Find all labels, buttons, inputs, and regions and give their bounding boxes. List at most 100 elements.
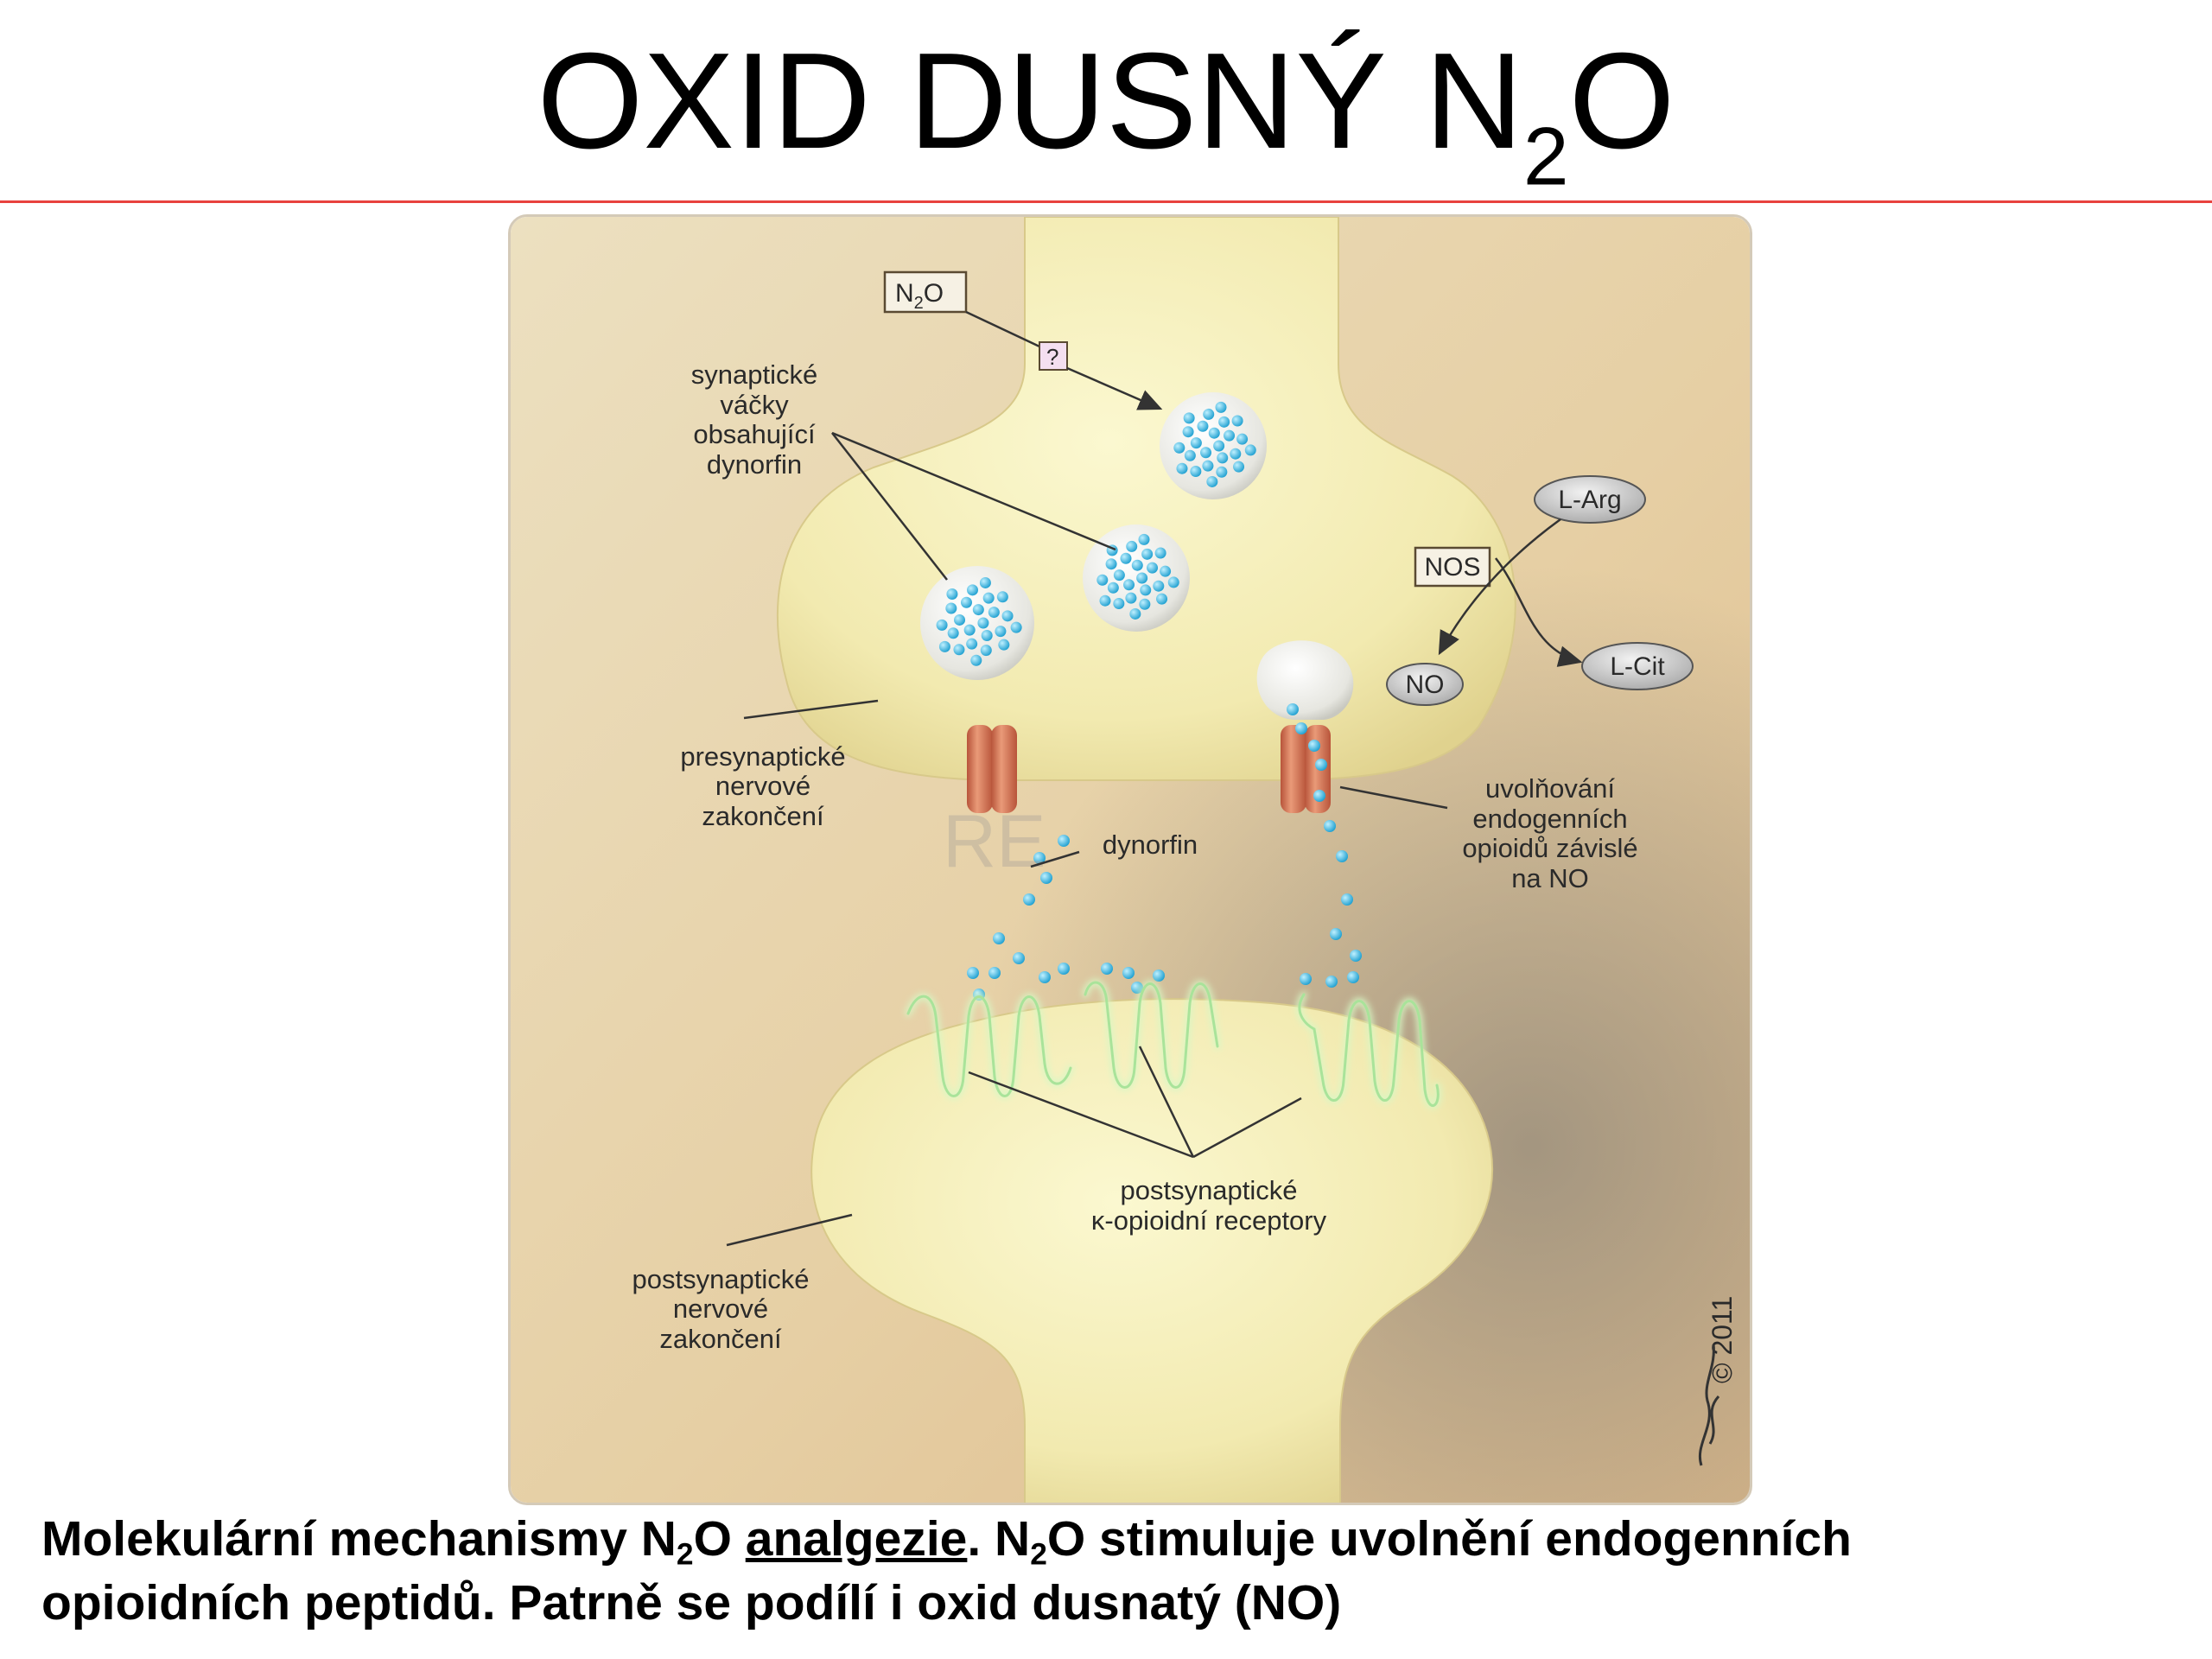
svg-text:na NO: na NO — [1511, 863, 1589, 893]
dynorphin-molecule — [1224, 429, 1236, 442]
dynorphin-molecule — [1140, 584, 1152, 596]
svg-text:nervové: nervové — [715, 771, 810, 801]
dynorphin-molecule — [1341, 893, 1353, 906]
l-arg-oval: L-Arg — [1534, 475, 1646, 524]
dynorphin-molecule — [980, 645, 992, 657]
dynorphin-molecule — [1231, 415, 1243, 427]
dynorphin-molecule — [1125, 592, 1137, 604]
fusing-vesicle — [1256, 640, 1354, 720]
dynorphin-molecule — [998, 639, 1010, 651]
postsynaptic-terminal — [810, 998, 1493, 1503]
svg-text:synaptické: synaptické — [691, 359, 817, 390]
svg-text:presynaptické: presynaptické — [680, 741, 845, 772]
dynorphin-molecule — [1153, 969, 1165, 982]
dynorphin-molecule — [966, 638, 978, 650]
n2o-box: N2O — [883, 270, 968, 314]
question-box: ? — [1039, 341, 1068, 371]
dynorphin-molecule — [960, 596, 972, 608]
dynorphin-molecule — [1101, 963, 1113, 975]
dynorphin-molecule — [1033, 852, 1046, 864]
kappa-opioid-receptors — [905, 979, 1441, 1109]
svg-text:?: ? — [1046, 344, 1058, 370]
svg-text:postsynaptické: postsynaptické — [1120, 1175, 1297, 1205]
dynorphin-molecule — [1167, 576, 1179, 588]
dynorphin-molecule — [1129, 607, 1141, 620]
svg-text:NOS: NOS — [1424, 553, 1480, 582]
dynorphin-molecule — [1184, 449, 1196, 461]
analgezie-link[interactable]: analgezie — [745, 1511, 968, 1567]
artist-signature — [1699, 1344, 1720, 1466]
dynorphin-molecule — [1147, 562, 1159, 574]
svg-text:zakončení: zakončení — [702, 801, 824, 831]
dynorphin-molecule — [966, 584, 978, 596]
dynorphin-molecule — [945, 602, 957, 614]
dynorphin-molecule — [1141, 548, 1154, 560]
dynorphin-molecule — [1287, 703, 1299, 715]
dynorphin-molecule — [1154, 547, 1166, 559]
dynorphin-molecule — [1308, 740, 1320, 752]
dynorphin-molecule — [1001, 610, 1014, 622]
dynorphin-molecule — [1107, 582, 1119, 594]
dynorphin-molecule — [1203, 408, 1215, 420]
dynorphin-molecule — [1096, 574, 1109, 586]
dynorphin-molecule — [1113, 569, 1125, 582]
dynorphin-molecule — [1218, 416, 1230, 428]
dynorphin-molecule — [970, 654, 982, 666]
dynorphin-molecule — [1197, 420, 1209, 432]
receptors-label: postsynaptické κ-opioidní receptory — [1091, 1175, 1327, 1236]
release-label: uvolňování endogenních opioidů závislé n… — [1462, 773, 1637, 893]
dynorphin-molecule — [947, 627, 959, 639]
dynorfin-label: dynorfin — [1103, 830, 1198, 860]
vesicle-contents — [936, 401, 1256, 666]
dynorphin-molecule — [1215, 401, 1227, 413]
dynorphin-molecule — [946, 588, 958, 600]
dynorphin-molecule — [936, 619, 948, 631]
dynorphin-molecule — [1183, 412, 1195, 424]
svg-text:dynorfin: dynorfin — [707, 449, 802, 480]
svg-text:nervové: nervové — [673, 1294, 768, 1324]
dynorphin-molecule — [1040, 872, 1052, 884]
dynorphin-molecule — [1233, 461, 1245, 473]
dynorphin-molecule — [972, 604, 984, 616]
dynorphin-molecule — [1347, 971, 1359, 983]
svg-text:obsahující: obsahující — [693, 419, 816, 449]
dynorphin-molecule — [1139, 598, 1151, 610]
dynorphin-molecule — [1315, 759, 1327, 771]
dynorphin-molecule — [1295, 722, 1307, 734]
dynorphin-molecule — [1213, 440, 1225, 452]
dynorphin-molecule — [1230, 448, 1242, 460]
dynorphin-molecule — [1336, 850, 1348, 862]
dynorphin-molecule — [1120, 552, 1132, 564]
dynorphin-molecule — [1217, 452, 1229, 464]
svg-text:endogenních: endogenních — [1472, 804, 1627, 834]
dynorphin-molecule — [1123, 579, 1135, 591]
dynorphin-molecule — [1330, 928, 1342, 940]
dynorphin-molecule — [1216, 466, 1228, 478]
dynorphin-molecule — [1160, 565, 1172, 577]
dynorphin-molecule — [981, 630, 993, 642]
dynorphin-molecule — [1099, 594, 1111, 607]
dynorphin-molecule — [1325, 976, 1338, 988]
dynorphin-molecule — [988, 967, 1001, 979]
svg-text:zakončení: zakončení — [659, 1324, 782, 1354]
dynorphin-molecule — [979, 576, 991, 588]
dynorphin-molecule — [982, 592, 995, 604]
dynorphin-molecule — [1182, 426, 1194, 438]
dynorphin-molecule — [1131, 559, 1143, 571]
dynorphin-molecule — [1324, 820, 1336, 832]
dynorphin-molecule — [1206, 475, 1218, 487]
dynorphin-molecule — [993, 932, 1005, 944]
dynorphin-molecule — [1313, 790, 1325, 802]
dynorphin-molecule — [1138, 533, 1150, 545]
nos-box: NOS — [1414, 546, 1491, 588]
dynorphin-molecule — [1156, 593, 1168, 605]
caption-line-2: opioidních peptidů. Patrně se podílí i o… — [41, 1575, 1342, 1630]
dynorphin-molecule — [1200, 447, 1212, 459]
dynorphin-molecule — [1013, 952, 1025, 964]
dynorphin-molecule — [1105, 558, 1117, 570]
released-dynorphin — [967, 703, 1362, 1001]
dynorphin-molecule — [1058, 835, 1070, 847]
dynorphin-molecule — [1122, 967, 1135, 979]
dynorphin-molecule — [996, 591, 1008, 603]
dynorphin-molecule — [1058, 963, 1070, 975]
